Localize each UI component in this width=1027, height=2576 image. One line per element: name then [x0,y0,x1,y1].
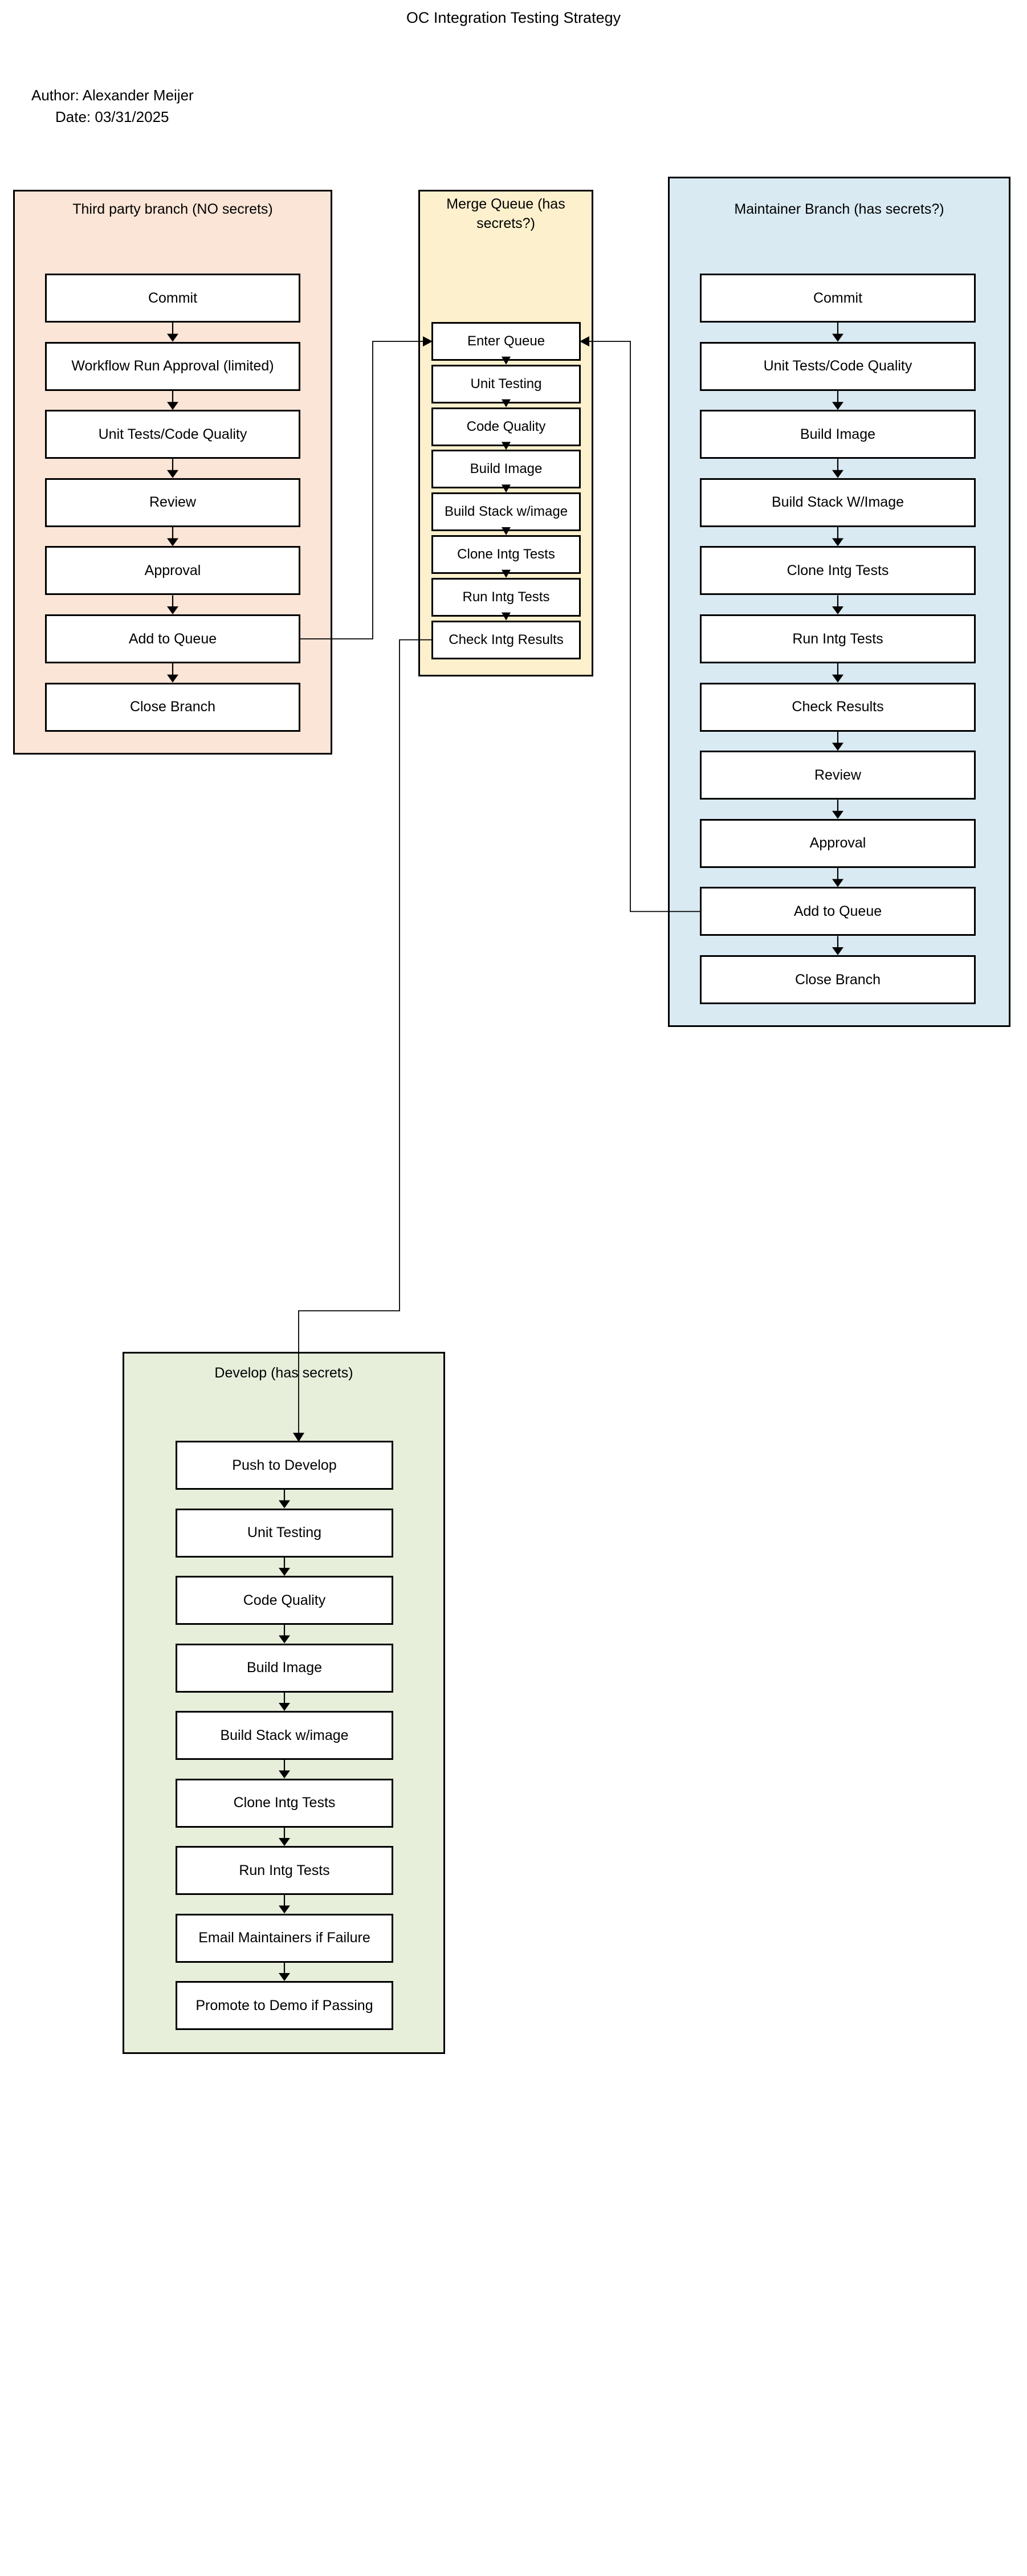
node-maintainer-close-branch[interactable]: Close Branch [700,955,976,1004]
date-line: Date: 03/31/2025 [55,108,169,125]
node-develop-build-stack-w-image[interactable]: Build Stack w/image [176,1711,393,1760]
node-third-party-workflow-run-approval[interactable]: Workflow Run Approval (limited) [45,341,300,391]
node-maintainer-build-stack-w-image[interactable]: Build Stack W/Image [700,478,976,527]
node-third-party-add-to-queue[interactable]: Add to Queue [45,614,300,663]
node-develop-clone-intg-tests[interactable]: Clone Intg Tests [176,1778,393,1828]
node-maintainer-approval[interactable]: Approval [700,818,976,868]
author-line: Author: Alexander Meijer [31,87,194,104]
node-maintainer-build-image[interactable]: Build Image [700,410,976,459]
node-merge-queue-build-stack-w-image[interactable]: Build Stack w/image [431,492,581,532]
node-merge-queue-check-intg-results[interactable]: Check Intg Results [431,620,581,659]
node-third-party-review[interactable]: Review [45,478,300,527]
node-develop-run-intg-tests[interactable]: Run Intg Tests [176,1846,393,1895]
node-develop-code-quality[interactable]: Code Quality [176,1576,393,1625]
author-date-block: Author: Alexander Meijer Date: 03/31/202… [31,84,194,128]
node-develop-push-to-develop[interactable]: Push to Develop [176,1441,393,1490]
node-develop-email-maintainers-if-failure[interactable]: Email Maintainers if Failure [176,1913,393,1963]
node-develop-promote-to-demo-if-passing[interactable]: Promote to Demo if Passing [176,1981,393,2030]
lane-title-merge-queue: Merge Queue (has secrets?) [446,196,565,231]
node-maintainer-run-intg-tests[interactable]: Run Intg Tests [700,614,976,663]
node-merge-queue-clone-intg-tests[interactable]: Clone Intg Tests [431,535,581,574]
node-develop-build-image[interactable]: Build Image [176,1643,393,1693]
node-merge-queue-code-quality[interactable]: Code Quality [431,407,581,446]
node-merge-queue-unit-testing[interactable]: Unit Testing [431,364,581,403]
node-maintainer-check-results[interactable]: Check Results [700,682,976,732]
node-third-party-commit[interactable]: Commit [45,274,300,323]
edge-check-intg-results-to-push-to-develop [293,639,431,1442]
node-third-party-approval[interactable]: Approval [45,546,300,596]
lane-title-third-party: Third party branch (NO secrets) [72,201,273,217]
lane-title-maintainer: Maintainer Branch (has secrets?) [734,201,944,217]
node-merge-queue-run-intg-tests[interactable]: Run Intg Tests [431,577,581,617]
node-maintainer-commit[interactable]: Commit [700,274,976,323]
node-maintainer-add-to-queue[interactable]: Add to Queue [700,887,976,936]
page-title: OC Integration Testing Strategy [406,9,621,26]
node-merge-queue-build-image[interactable]: Build Image [431,450,581,489]
node-maintainer-unit-tests-code-quality[interactable]: Unit Tests/Code Quality [700,341,976,391]
node-maintainer-clone-intg-tests[interactable]: Clone Intg Tests [700,546,976,596]
node-merge-queue-enter-queue[interactable]: Enter Queue [431,322,581,361]
lane-title-develop: Develop (has secrets) [214,1365,353,1381]
node-develop-unit-testing[interactable]: Unit Testing [176,1508,393,1558]
node-third-party-unit-tests-code-quality[interactable]: Unit Tests/Code Quality [45,410,300,459]
node-third-party-close-branch[interactable]: Close Branch [45,682,300,732]
node-maintainer-review[interactable]: Review [700,751,976,800]
